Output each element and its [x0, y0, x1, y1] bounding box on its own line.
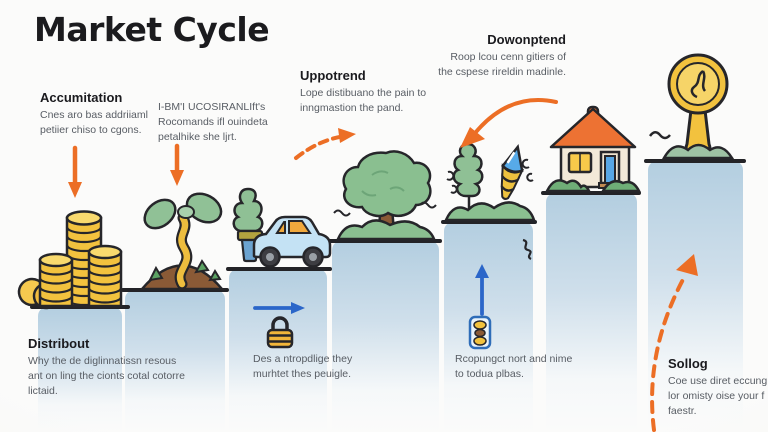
step-column-7 [648, 161, 743, 432]
house-illustration [543, 103, 643, 193]
ground-line-3 [226, 267, 332, 271]
note-body-hold: Des a ntropdlige they murhtet thes peuig… [253, 353, 353, 380]
lock-icon [266, 314, 294, 350]
stage-body-distribution: Why the de diglinnatissn resous ant on l… [28, 355, 186, 397]
car-and-cactus-illustration [226, 181, 332, 269]
dashed-up-arrow-icon [292, 126, 358, 162]
stage-heading-distribution: Distribout [28, 336, 90, 351]
ground-line-7 [644, 159, 746, 163]
squiggle-mark [518, 238, 536, 262]
step-column-6 [546, 193, 637, 432]
step-column-4 [332, 241, 439, 432]
right-arrow-icon [253, 301, 307, 315]
stage-body-accumulation: Cnes aro bas addriiaml petiier chiso to … [40, 109, 148, 136]
step-column-2 [125, 290, 225, 432]
stage-body-uptrend: Lope distibuano the pain to inngmastion … [300, 87, 427, 114]
step-column-3 [229, 269, 327, 432]
down-arrow-icon [66, 144, 84, 202]
page-title: Market Cycle [34, 10, 270, 49]
step-column-1 [38, 307, 122, 432]
stage-heading-selling: Sollog [668, 356, 708, 371]
stage-body-recommendation: I-BM'I UCOSIRANLIft's Rocomands ifl ouin… [158, 101, 268, 143]
dashed-rise-arrow-icon [644, 250, 708, 432]
stage-body-selling: Coe use diret eccung, lor omisty oise yo… [668, 375, 768, 417]
gold-coin-marker-illustration [648, 50, 746, 162]
up-arrow-icon [474, 262, 490, 318]
ground-line-5 [441, 220, 537, 224]
stage-heading-uptrend: Uppotrend [300, 68, 366, 83]
stage-body-downtrend: Roop lcou cenn gitiers of the cspese rir… [438, 51, 566, 78]
curved-down-arrow-icon [456, 92, 560, 154]
coin-jar-icon [468, 314, 492, 350]
coin-stacks-illustration [17, 196, 123, 310]
tree-illustration [332, 147, 440, 241]
ground-line-6 [541, 191, 641, 195]
stage-heading-accumulation: Accumitation [40, 90, 123, 105]
down-arrow-icon [168, 142, 186, 190]
ground-line-4 [328, 239, 442, 243]
note-body-reinvest: Rcopungct nort and nime to todua plbas. [455, 353, 573, 380]
stage-heading-downtrend: Dowonptend [487, 32, 566, 47]
shrub-and-rocket-illustration [442, 138, 538, 222]
seedling-illustration [136, 182, 228, 292]
